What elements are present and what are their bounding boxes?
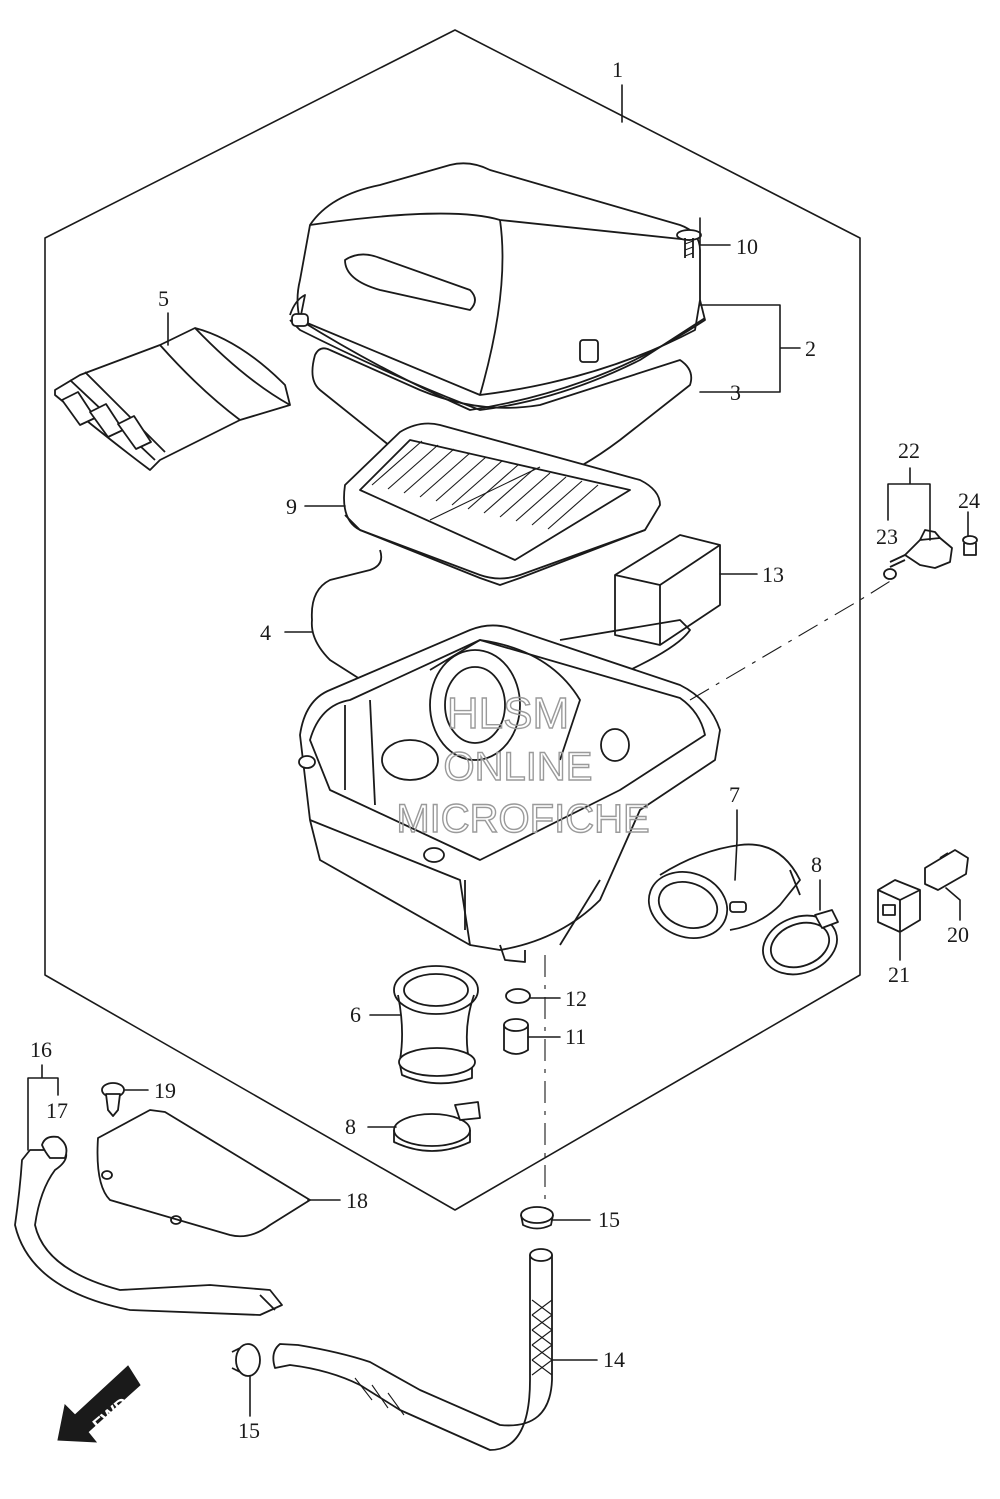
- callout-6: 6: [350, 1002, 361, 1027]
- callout-23: 23: [876, 524, 898, 549]
- sensor-o-ring: [883, 568, 897, 580]
- callout-19: 19: [154, 1078, 176, 1103]
- callout-20: 20: [947, 922, 969, 947]
- callout-15-lower: 15: [238, 1418, 260, 1443]
- callout-24: 24: [958, 488, 980, 513]
- assembly-boundary: [44, 29, 861, 1211]
- sensor-center-line: [689, 579, 893, 701]
- callout-11: 11: [565, 1024, 586, 1049]
- callout-numbers: 1 2 3 4 5 6 7 8 8 9 10 11 12 13 14 15 15…: [30, 57, 980, 1443]
- air-cleaner-case: [298, 624, 721, 963]
- callout-22: 22: [898, 438, 920, 463]
- hose-clip-lower: [231, 1343, 261, 1377]
- cap-screw: [676, 229, 702, 258]
- fwd-arrow: FWD: [57, 1365, 141, 1443]
- callout-1: 1: [612, 57, 623, 82]
- foam-pad: [614, 534, 721, 646]
- callout-7: 7: [729, 782, 740, 807]
- intake-funnel: [393, 965, 479, 1085]
- callout-17: 17: [46, 1098, 68, 1123]
- case-seal: [310, 549, 691, 740]
- sensor-screw: [962, 535, 978, 556]
- watermark-line-3: MICROFICHE: [396, 797, 649, 841]
- breather-grommet: [41, 1135, 68, 1159]
- intake-duct: [54, 327, 291, 471]
- callout-8-lower: 8: [345, 1114, 356, 1139]
- cover-plate: [96, 1109, 311, 1238]
- drain-o-ring: [505, 988, 531, 1004]
- callout-3: 3: [730, 380, 741, 405]
- callout-21: 21: [888, 962, 910, 987]
- coupler-20: [924, 849, 969, 891]
- clamp-upper: [762, 909, 839, 976]
- leader-lines: [27, 84, 969, 1417]
- watermark-line-2: ONLINE: [444, 745, 593, 789]
- callout-16: 16: [30, 1037, 52, 1062]
- breather-pipe: [14, 1149, 283, 1316]
- callout-5: 5: [158, 286, 169, 311]
- air-cleaner-cap: [289, 162, 706, 411]
- callout-9: 9: [286, 494, 297, 519]
- connector-21: [877, 879, 921, 933]
- air-filter-element: [343, 422, 661, 586]
- callout-18: 18: [346, 1188, 368, 1213]
- callout-15-upper: 15: [598, 1207, 620, 1232]
- watermark-line-1: HLSM: [447, 689, 569, 738]
- outlet-tube: [647, 843, 801, 939]
- clamp-lower: [393, 1101, 481, 1152]
- drain-hose: [272, 1248, 553, 1451]
- push-rivet: [101, 1082, 125, 1117]
- hose-clip-upper: [520, 1206, 554, 1230]
- drain-cap: [503, 1018, 529, 1055]
- callout-14: 14: [603, 1347, 625, 1372]
- callout-8-right: 8: [811, 852, 822, 877]
- callout-2: 2: [805, 336, 816, 361]
- callout-10: 10: [736, 234, 758, 259]
- callout-12: 12: [565, 986, 587, 1011]
- callout-13: 13: [762, 562, 784, 587]
- intake-air-temp-sensor: [889, 529, 953, 569]
- callout-4: 4: [260, 620, 271, 645]
- watermark: HLSM ONLINE MICROFICHE: [396, 688, 651, 841]
